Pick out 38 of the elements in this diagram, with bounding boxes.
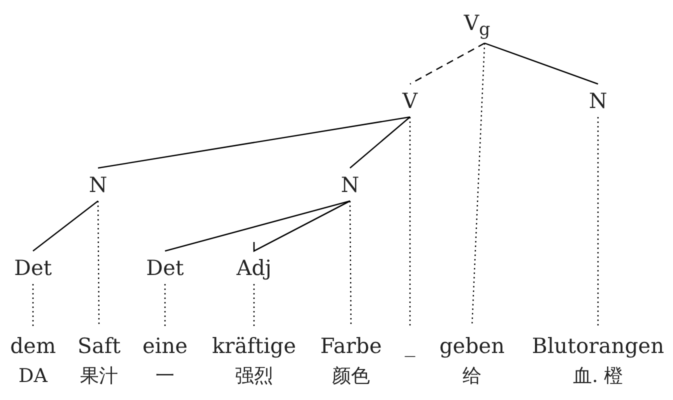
dashed-line (410, 42, 485, 85)
category-label: Det (146, 255, 184, 281)
dotted-line (471, 43, 486, 326)
branch-line (32, 200, 98, 252)
category-label: V$_{g}$ (464, 10, 490, 44)
dotted-line (253, 284, 255, 326)
gloss: 给 (462, 364, 482, 389)
category-label: N (588, 88, 608, 114)
branch-line (164, 200, 350, 252)
category-label: N (88, 172, 108, 198)
dotted-line (32, 284, 34, 326)
branch-line (98, 116, 410, 169)
word: dem (10, 333, 56, 360)
gloss: 强烈 (234, 364, 274, 389)
category-label: Adj (236, 255, 272, 281)
gloss: 一 (154, 364, 176, 389)
category-label: N (340, 172, 360, 198)
branch-line (484, 42, 598, 85)
dotted-line (97, 201, 100, 326)
category-label: V (402, 88, 418, 114)
dotted-line (597, 117, 599, 326)
word: Saft (77, 333, 121, 360)
triangle-line (253, 200, 351, 252)
word: kräftige (212, 333, 296, 360)
gloss: 颜色 (331, 364, 371, 389)
dotted-line (409, 117, 411, 326)
category-label: Det (14, 255, 52, 281)
word: geben (439, 333, 505, 360)
dotted-line (349, 201, 352, 326)
gloss: DA (18, 364, 49, 389)
word: eine (142, 333, 188, 360)
word: Blutorangen (532, 333, 664, 360)
word: _ (404, 332, 416, 358)
word: Farbe (320, 333, 382, 360)
branch-line (350, 116, 410, 168)
gloss: 果汁 (79, 364, 119, 389)
gloss: 血. 橙 (572, 364, 624, 389)
dotted-line (164, 284, 166, 326)
